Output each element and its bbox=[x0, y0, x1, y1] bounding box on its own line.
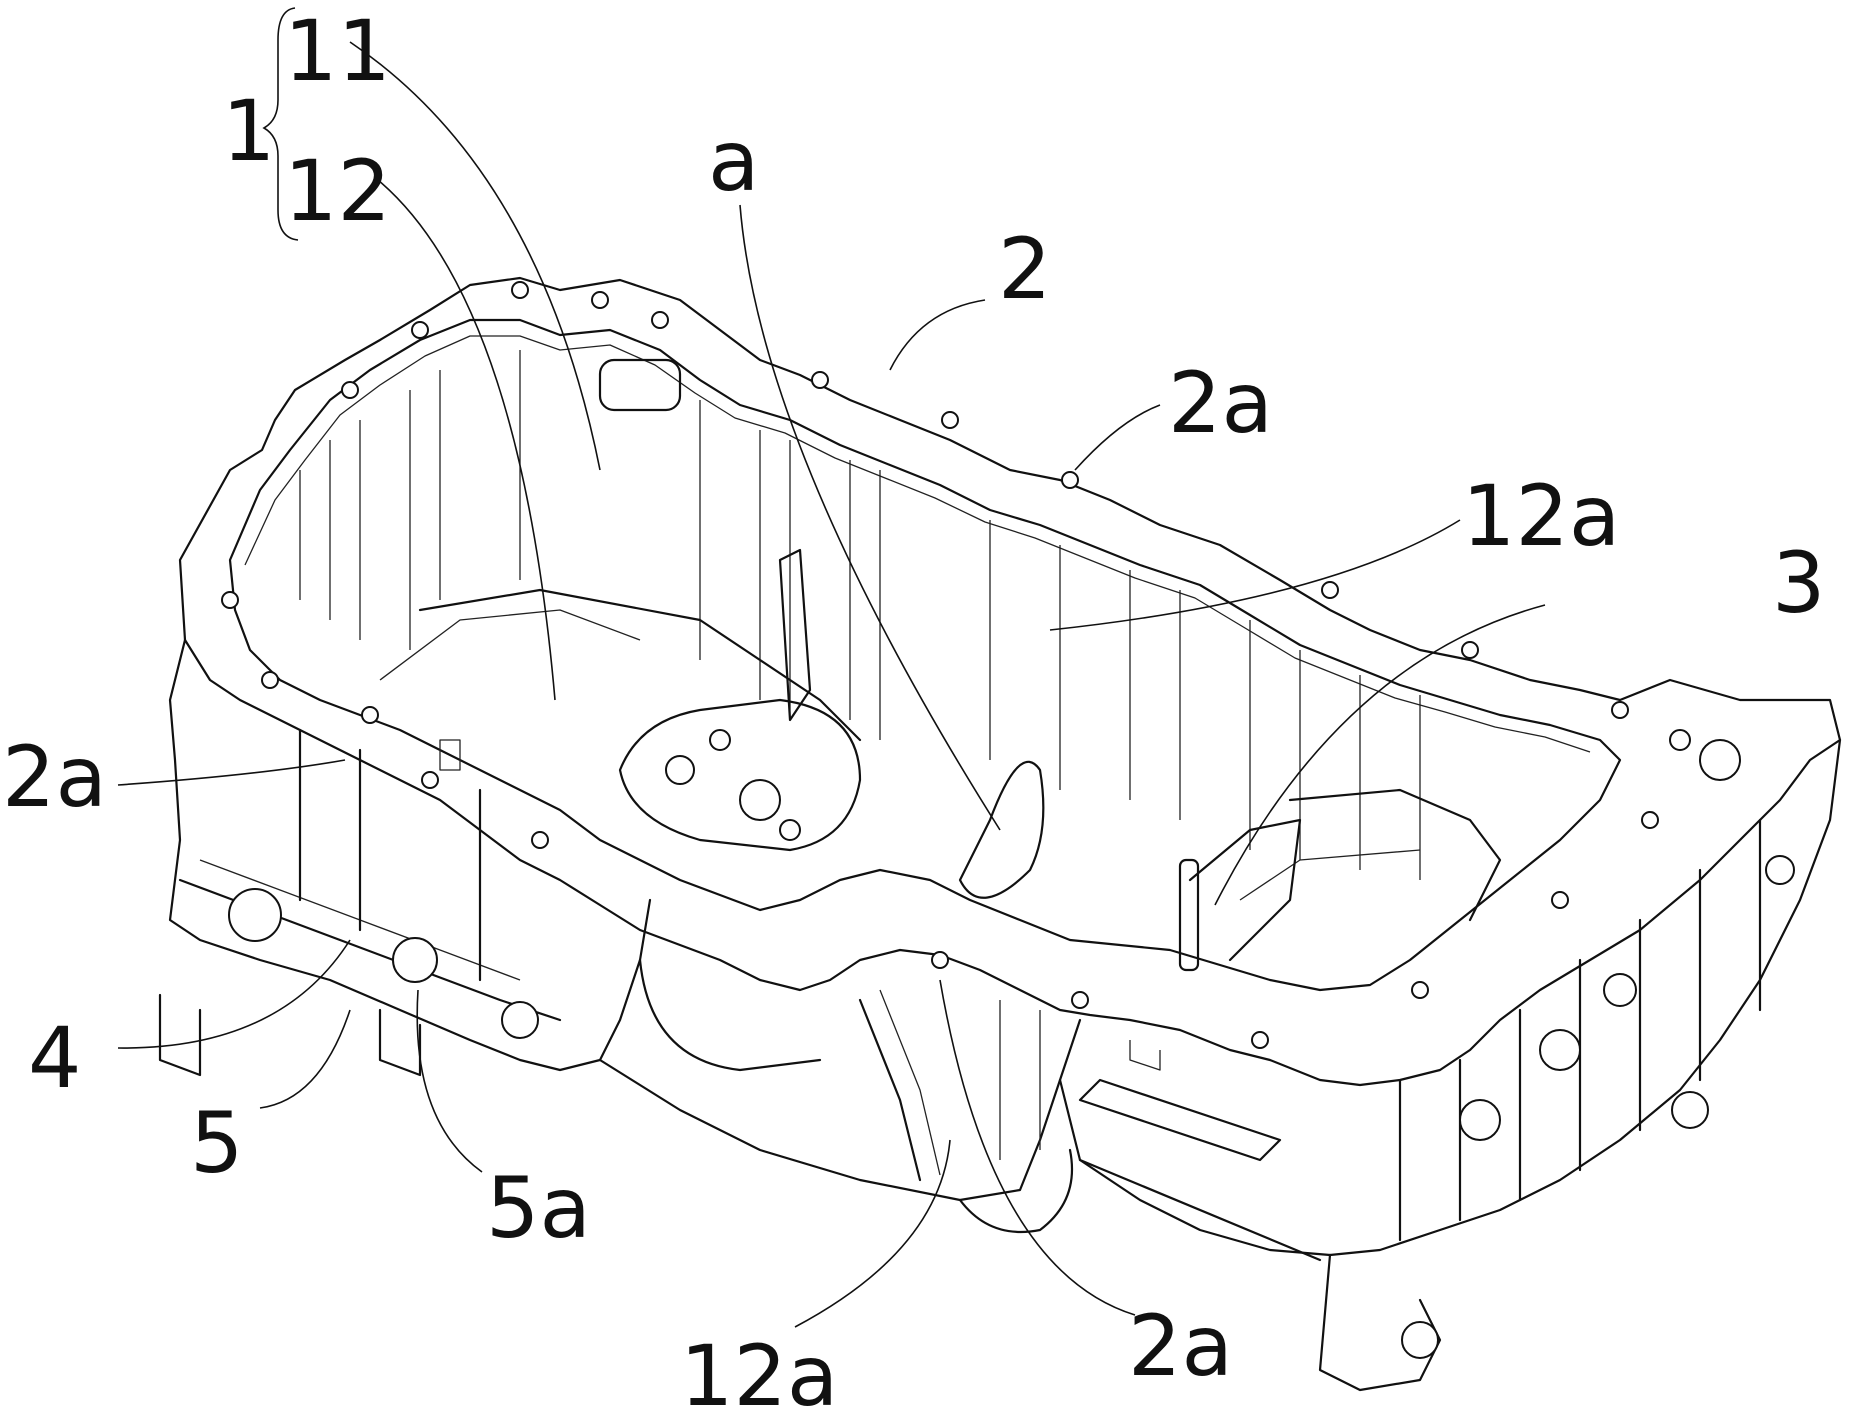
label-2a-bottom: 2a bbox=[1128, 1297, 1233, 1395]
leader-lines bbox=[117, 41, 1546, 1328]
label-4: 4 bbox=[28, 1009, 81, 1107]
label-12a-bottom: 12a bbox=[680, 1327, 838, 1423]
lower-left-housing bbox=[158, 638, 652, 1077]
label-5: 5 bbox=[190, 1094, 243, 1192]
bracket-1 bbox=[262, 7, 299, 241]
flange-bolt-holes bbox=[221, 281, 1741, 1049]
lower-right-housing bbox=[1058, 738, 1842, 1392]
label-2: 2 bbox=[998, 220, 1051, 318]
label-11: 11 bbox=[284, 2, 391, 100]
reference-labels: 1 11 12 a 2 2a 12a 3 2a 4 5 5a 12a 2a bbox=[2, 2, 1825, 1425]
label-12: 12 bbox=[284, 142, 391, 240]
label-3: 3 bbox=[1772, 534, 1825, 632]
label-2a-top: 2a bbox=[1168, 354, 1273, 452]
inner-wall-ribs bbox=[299, 350, 1502, 972]
lower-sump bbox=[598, 958, 1082, 1234]
label-2a-left: 2a bbox=[2, 728, 107, 826]
label-12a-top: 12a bbox=[1462, 467, 1620, 565]
label-5a: 5a bbox=[486, 1159, 591, 1257]
label-a: a bbox=[708, 112, 759, 210]
label-1: 1 bbox=[222, 82, 275, 180]
